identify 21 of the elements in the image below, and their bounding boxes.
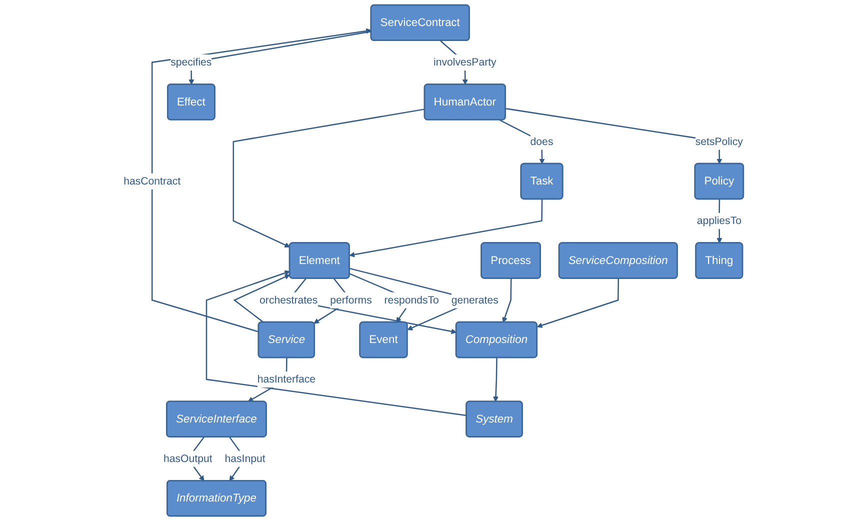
arrow <box>502 278 512 323</box>
edge-label: hasContract <box>124 175 181 187</box>
edge-label: hasInterface <box>257 373 316 386</box>
edge-label: hasOutput <box>164 452 212 464</box>
edge-label: does <box>530 136 554 148</box>
edge-label: setsPolicy <box>695 136 743 148</box>
edge-label: orchestrates <box>260 294 318 306</box>
arrow <box>536 278 620 328</box>
arrow <box>233 274 290 323</box>
arrow <box>206 270 467 416</box>
edge-label: appliesTo <box>696 214 742 227</box>
edge-label: specifies <box>170 56 212 68</box>
edge-label: hasInput <box>224 452 266 464</box>
arrow <box>232 108 425 248</box>
edge-label: performs <box>330 294 372 306</box>
edge-label: respondsTo <box>384 294 439 306</box>
edge-label: generates <box>451 294 498 306</box>
arrow <box>349 199 543 258</box>
arrow <box>506 108 722 164</box>
edge-label: involvesParty <box>433 56 496 68</box>
arrow <box>493 358 498 402</box>
